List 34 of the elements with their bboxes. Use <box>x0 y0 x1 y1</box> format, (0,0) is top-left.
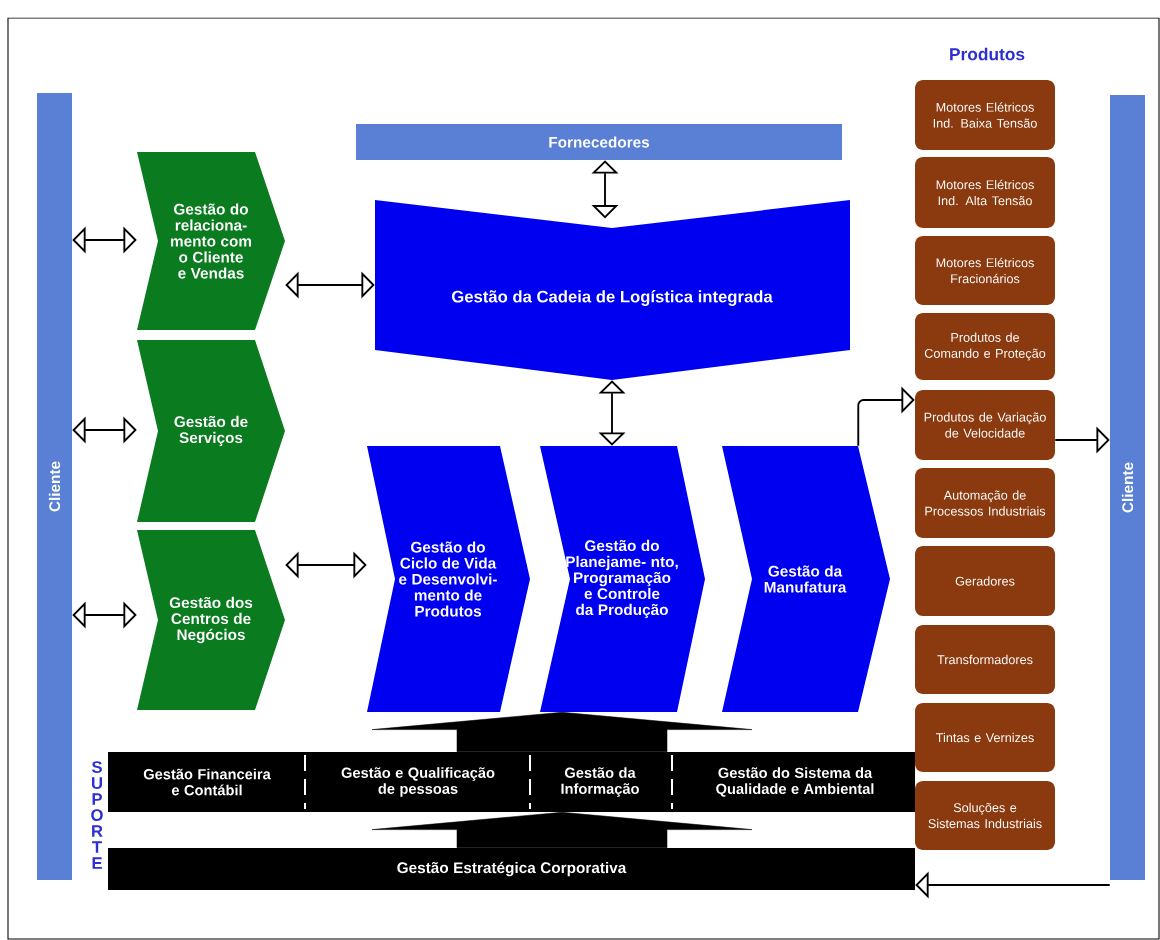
product-box: Tintas e Vernizes <box>915 703 1055 772</box>
side-bar: Cliente <box>37 93 72 880</box>
double-arrow <box>72 226 137 254</box>
product-box: Automação de Processos Industriais <box>915 468 1055 538</box>
side-bar: Cliente <box>1110 95 1145 880</box>
double-arrow <box>598 380 626 446</box>
process-step: Gestão do relaciona- mento com o Cliente e Vendas <box>137 152 285 330</box>
double-arrow <box>285 551 367 579</box>
vertical-label: S U P O R T E <box>91 761 103 869</box>
arrow <box>857 386 915 447</box>
product-box: Transformadores <box>915 625 1055 694</box>
block-arrow <box>371 812 753 848</box>
double-arrow <box>72 416 137 444</box>
product-box: Soluções e Sistemas Industriais <box>915 781 1055 850</box>
product-box: Motores Elétricos Ind. Baixa Tensão <box>915 80 1055 150</box>
product-box: Produtos de Comando e Proteção <box>915 313 1055 380</box>
product-box: Motores Elétricos Ind. Alta Tensão <box>915 157 1055 228</box>
process-step: Gestão do Ciclo de Vida e Desenvolvi- mento de Produtos <box>367 446 530 712</box>
product-box: Geradores <box>915 546 1055 616</box>
process-step: Gestão do Planejame- nto, Programação e Controle da Produção <box>540 446 705 712</box>
product-box: Produtos de Variação de Velocidade <box>915 390 1055 460</box>
process-step: Gestão de Serviços <box>137 340 285 522</box>
heading: Produtos <box>950 47 1025 61</box>
process-step: Gestão da Manufatura <box>722 446 890 712</box>
product-box: Motores Elétricos Fracionários <box>915 236 1055 305</box>
support-bar: Gestão Financeira e Contábil Gestão e Qualificação de pessoas Gestão da Informação Gestão do Sistema da Qualidade e Ambiental <box>108 752 915 812</box>
bar: Fornecedores <box>356 124 842 160</box>
double-arrow <box>285 271 375 299</box>
process-banner: Gestão da Cadeia de Logística integrada <box>375 200 850 380</box>
block-arrow <box>371 712 753 752</box>
double-arrow <box>591 160 619 219</box>
double-arrow <box>72 601 137 629</box>
process-step: Gestão dos Centros de Negócios <box>137 530 285 710</box>
bar: Gestão Estratégica Corporativa <box>108 848 915 890</box>
